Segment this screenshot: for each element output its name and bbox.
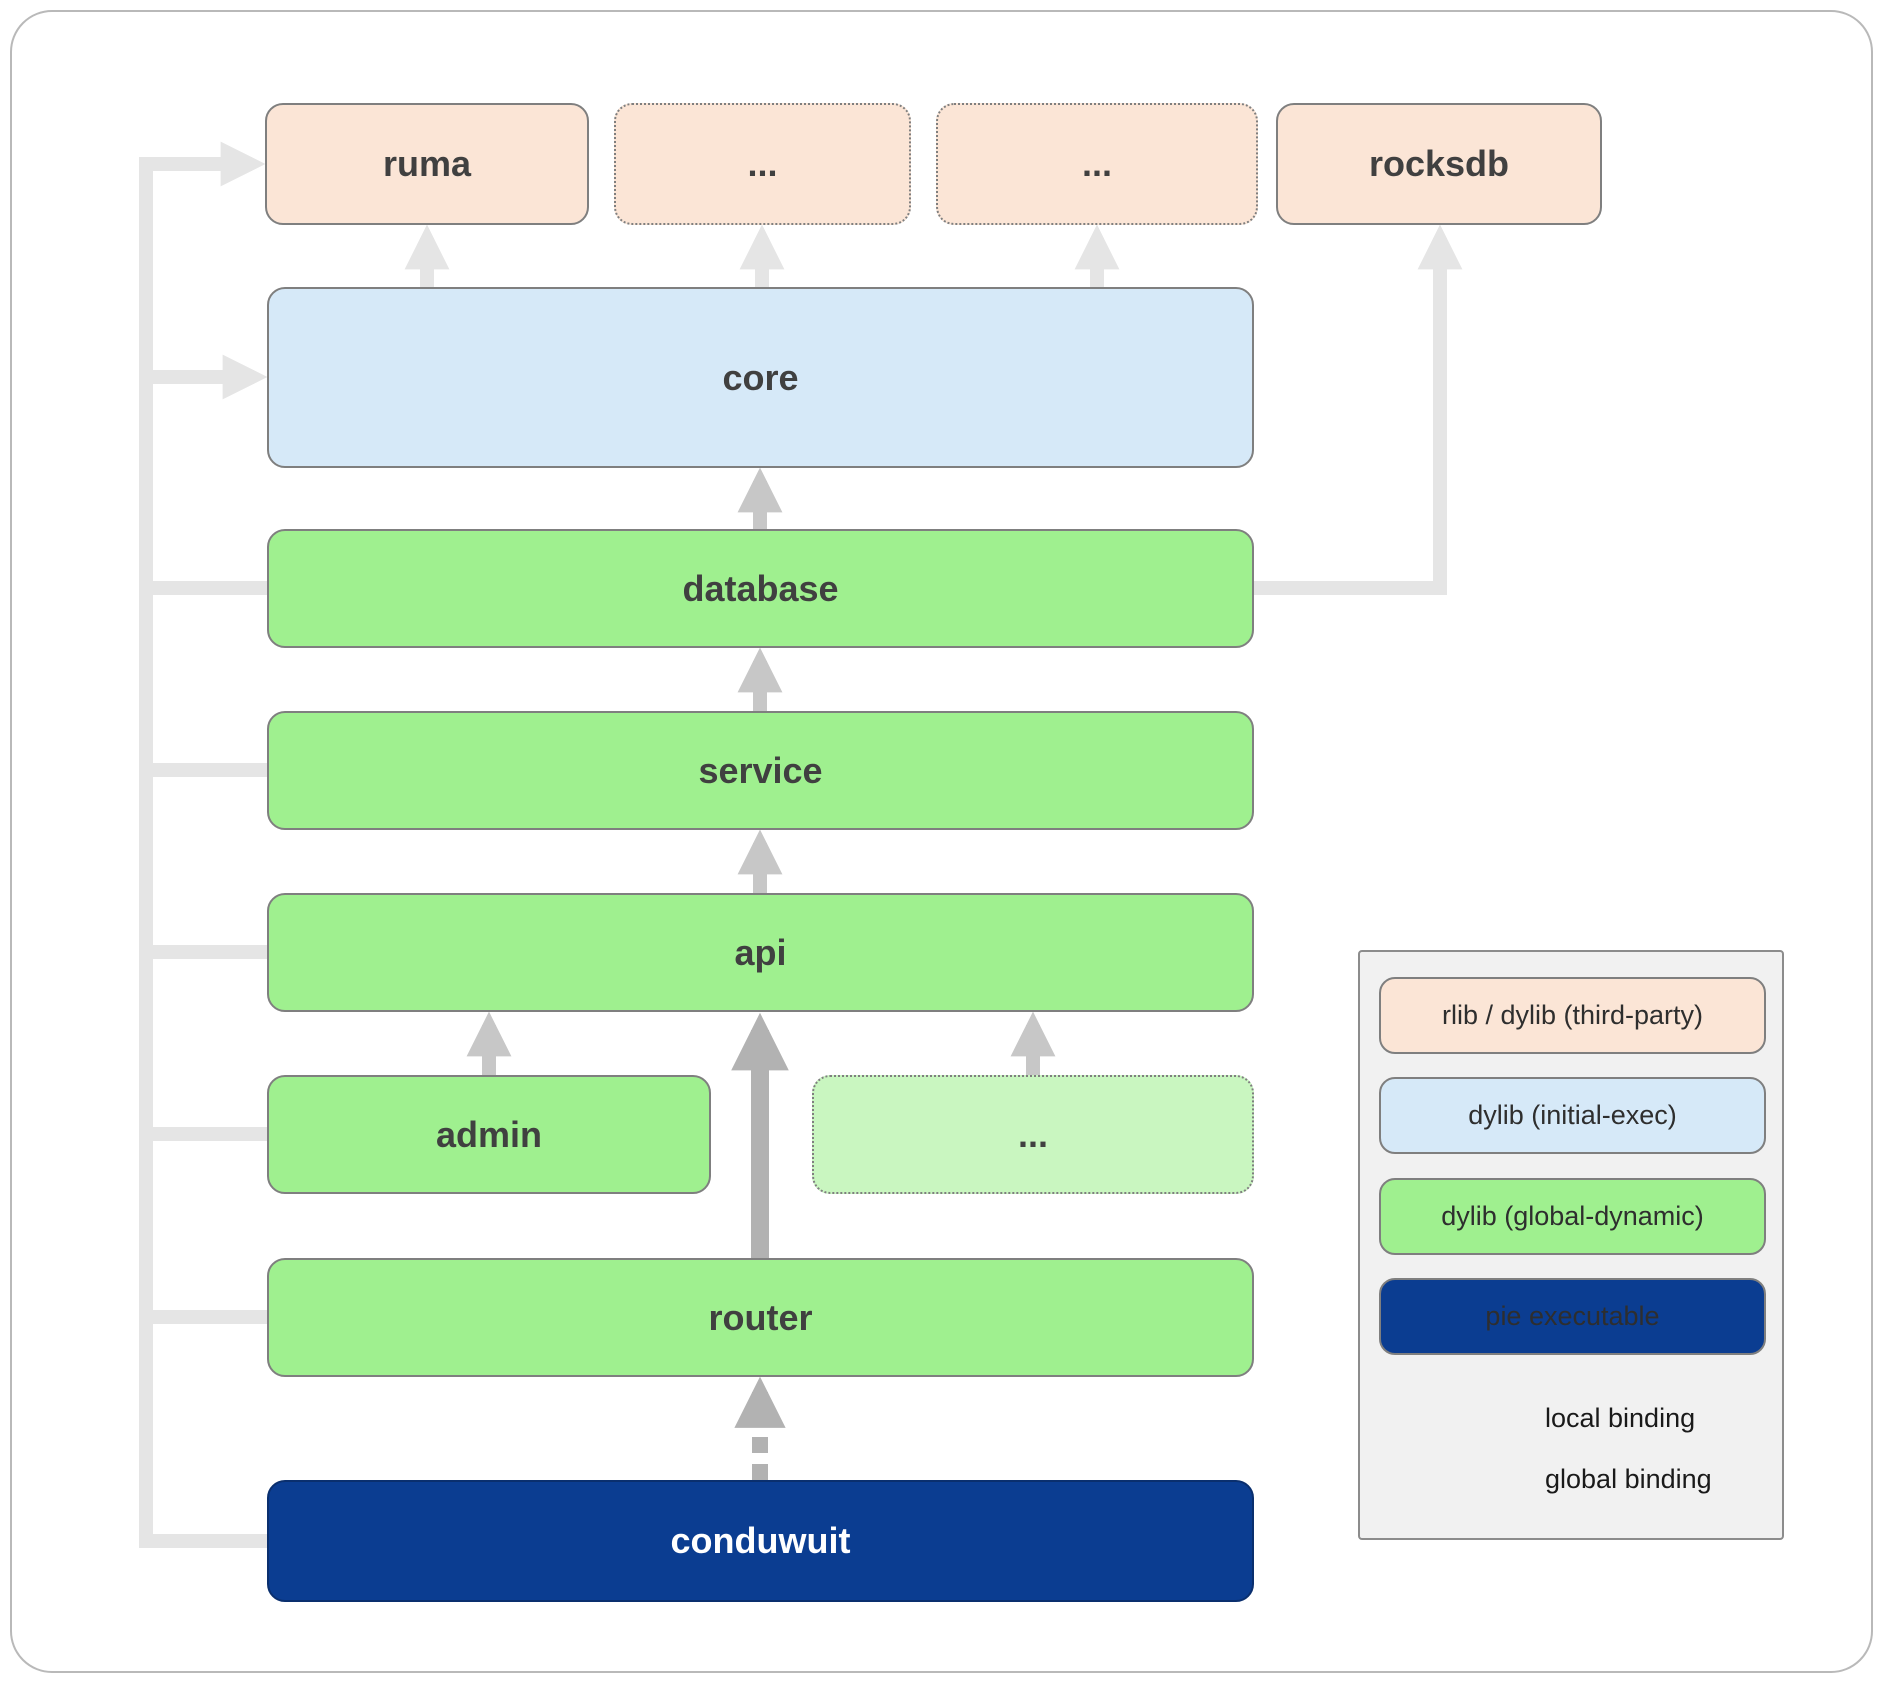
legend-item-third-party: rlib / dylib (third-party): [1379, 977, 1766, 1054]
legend-item-global-dynamic: dylib (global-dynamic): [1379, 1178, 1766, 1255]
legend-global-binding-label: global binding: [1545, 1463, 1712, 1494]
node-thirdparty-more-1: ...: [614, 103, 911, 225]
node-router: router: [267, 1258, 1254, 1377]
node-api-more: ...: [812, 1075, 1254, 1194]
legend-panel: rlib / dylib (third-party) dylib (initia…: [1358, 950, 1784, 1540]
node-thirdparty-more-2: ...: [936, 103, 1258, 225]
node-ruma: ruma: [265, 103, 589, 225]
node-admin: admin: [267, 1075, 711, 1194]
legend-item-initial-exec: dylib (initial-exec): [1379, 1077, 1766, 1154]
node-conduwuit: conduwuit: [267, 1480, 1254, 1602]
arrow-bus-to-ruma: [139, 141, 267, 1548]
node-api: api: [267, 893, 1254, 1012]
node-rocksdb: rocksdb: [1276, 103, 1602, 225]
page-border: [10, 10, 1873, 1673]
legend-local-binding-label: local binding: [1545, 1402, 1696, 1433]
legend-item-pie-executable: pie executable: [1379, 1278, 1766, 1355]
node-service: service: [267, 711, 1254, 830]
arrow-database-to-rocksdb: [1254, 224, 1463, 595]
node-database: database: [267, 529, 1254, 648]
node-core: core: [267, 287, 1254, 468]
